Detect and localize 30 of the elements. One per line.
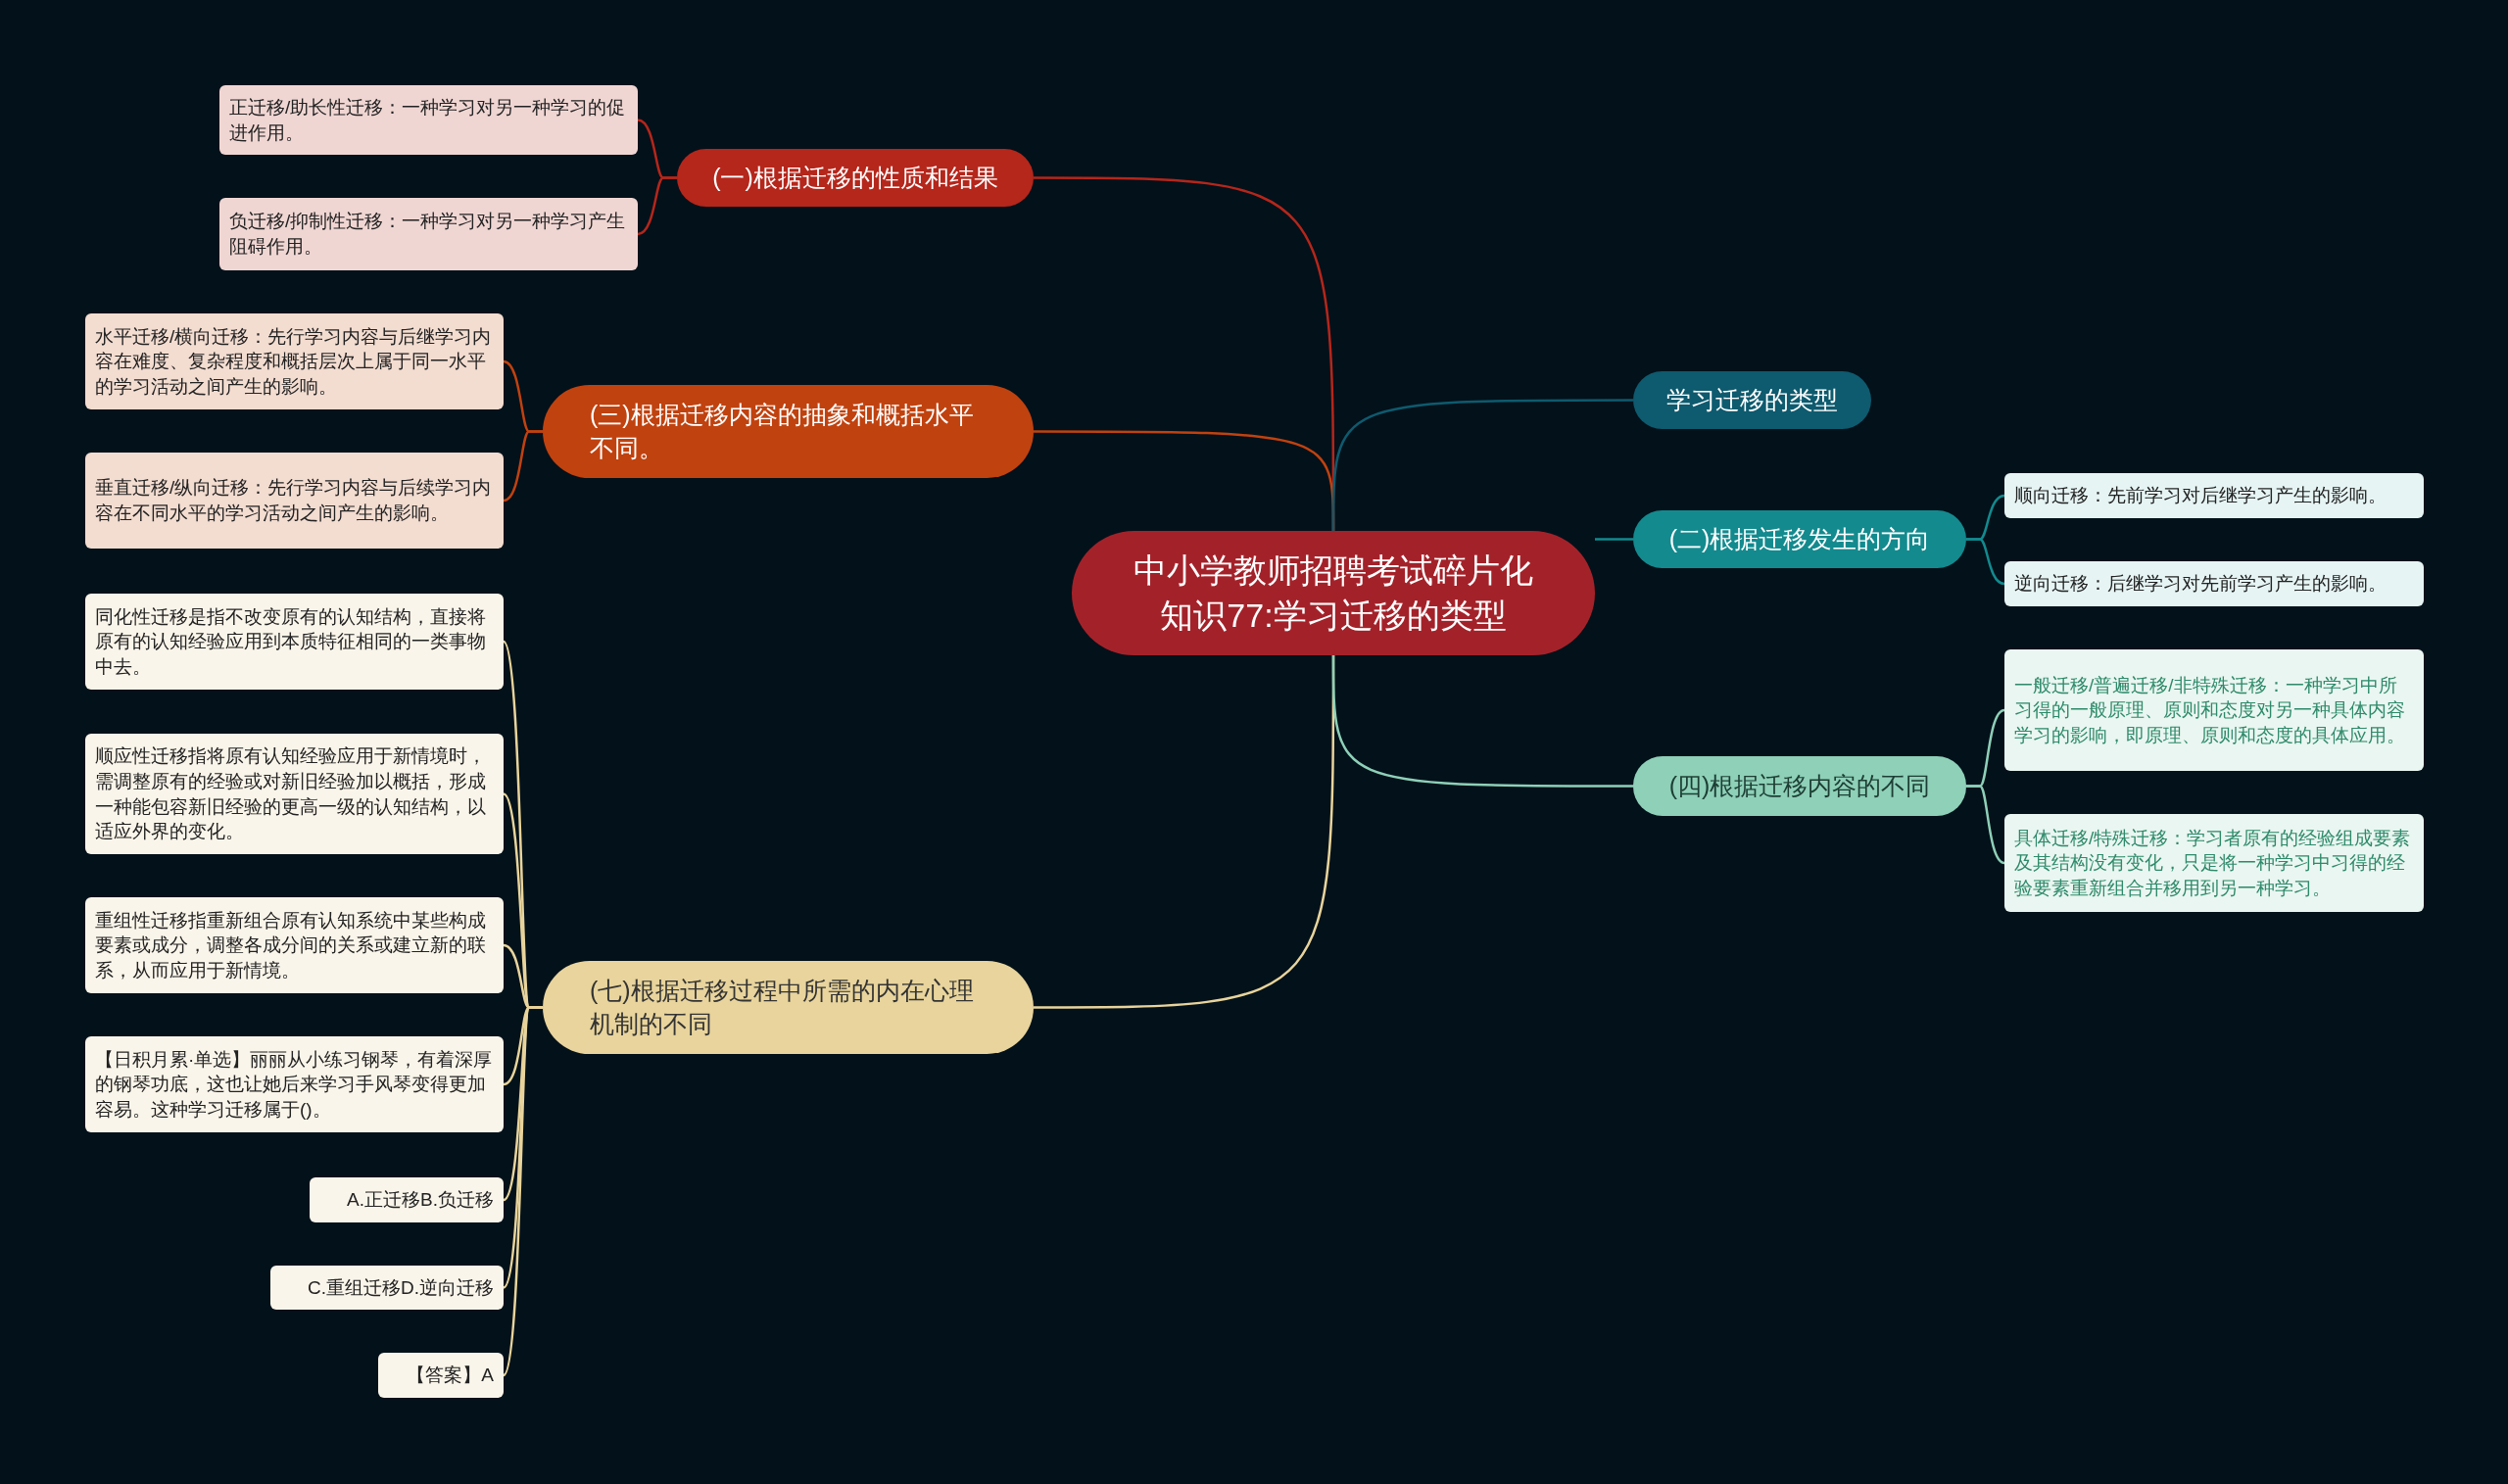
- leaf-note: 【日积月累·单选】丽丽从小练习钢琴，有着深厚的钢琴功底，这也让她后来学习手风琴变得更加容易。这种学习迁移属于()。: [85, 1036, 504, 1132]
- branch-topic: 学习迁移的类型: [1633, 371, 1871, 429]
- leaf-note: 负迁移/抑制性迁移：一种学习对另一种学习产生阻碍作用。: [219, 198, 638, 270]
- leaf-note: A.正迁移B.负迁移: [310, 1177, 504, 1222]
- connector-line: [1966, 785, 2005, 865]
- leaf-note: 具体迁移/特殊迁移：学习者原有的经验组成要素及其结构没有变化，只是将一种学习中习得的经验要素重新组合并移用到另一种学习。: [2004, 814, 2424, 912]
- connector-line: [1595, 538, 1633, 541]
- connector-line: [503, 430, 543, 503]
- connector-line: [637, 176, 677, 236]
- branch-topic: (三)根据迁移内容的抽象和概括水平不同。: [543, 385, 1034, 478]
- central-topic: 中小学教师招聘考试碎片化知识77:学习迁移的类型: [1072, 531, 1595, 655]
- leaf-note: C.重组迁移D.逆向迁移: [270, 1266, 504, 1310]
- branch-topic: (一)根据迁移的性质和结果: [677, 149, 1034, 207]
- connector-line: [502, 1006, 543, 1376]
- branch-topic: (四)根据迁移内容的不同: [1633, 756, 1966, 816]
- connector-line: [1331, 399, 1633, 531]
- branch-topic: (七)根据迁移过程中所需的内在心理机制的不同: [543, 961, 1034, 1054]
- connector-line: [1966, 538, 2005, 586]
- leaf-note: 垂直迁移/纵向迁移：先行学习内容与后续学习内容在不同水平的学习活动之间产生的影响。: [85, 453, 504, 549]
- branch-topic: (二)根据迁移发生的方向: [1633, 510, 1966, 568]
- leaf-note: 【答案】A: [378, 1353, 504, 1398]
- leaf-note: 重组性迁移指重新组合原有认知系统中某些构成要素或成分，调整各成分间的关系或建立新的联系，从而应用于新情境。: [85, 897, 504, 993]
- leaf-note: 同化性迁移是指不改变原有的认知结构，直接将原有的认知经验应用到本质特征相同的一类事物中去。: [85, 594, 504, 690]
- connector-line: [1331, 655, 1633, 788]
- leaf-note: 一般迁移/普遍迁移/非特殊迁移：一种学习中所习得的一般原理、原则和态度对另一种具体内容学习的影响，即原理、原则和态度的具体应用。: [2004, 649, 2424, 771]
- leaf-note: 顺向迁移：先前学习对后继学习产生的影响。: [2004, 473, 2424, 518]
- leaf-note: 水平迁移/横向迁移：先行学习内容与后继学习内容在难度、复杂程度和概括层次上属于同一水平的学习活动之间产生的影响。: [85, 313, 504, 409]
- leaf-note: 正迁移/助长性迁移：一种学习对另一种学习的促进作用。: [219, 85, 638, 155]
- leaf-note: 逆向迁移：后继学习对先前学习产生的影响。: [2004, 561, 2424, 606]
- leaf-note: 顺应性迁移指将原有认知经验应用于新情境时，需调整原有的经验或对新旧经验加以概括，形成一种能包容新旧经验的更高一级的认知结构，以适应外界的变化。: [85, 734, 504, 854]
